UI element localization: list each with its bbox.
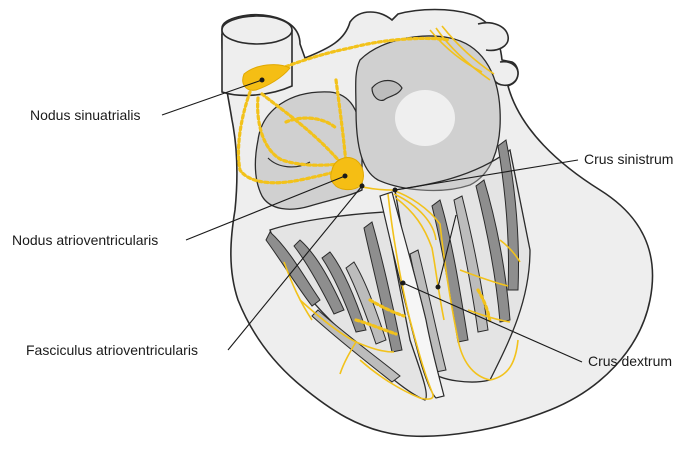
leader-dot-crus-dextrum <box>401 281 406 286</box>
leader-dot-crus-sinistrum <box>393 188 398 193</box>
label-crus-sinistrum: Crus sinistrum <box>584 151 673 167</box>
vena-cava-opening <box>222 16 292 44</box>
leader-dot-crus-sinistrum-lower <box>436 285 441 290</box>
label-crus-dextrum: Crus dextrum <box>588 353 672 369</box>
av-node <box>331 158 364 190</box>
leader-dot-sa <box>260 78 265 83</box>
label-fasciculus-atrioventricularis: Fasciculus atrioventricularis <box>26 342 198 358</box>
left-atrium-highlight <box>395 90 455 146</box>
leader-dot-av <box>343 174 348 179</box>
label-nodus-sinuatrialis: Nodus sinuatrialis <box>30 107 141 123</box>
leader-dot-his <box>360 184 365 189</box>
label-nodus-atrioventricularis: Nodus atrioventricularis <box>12 232 158 248</box>
